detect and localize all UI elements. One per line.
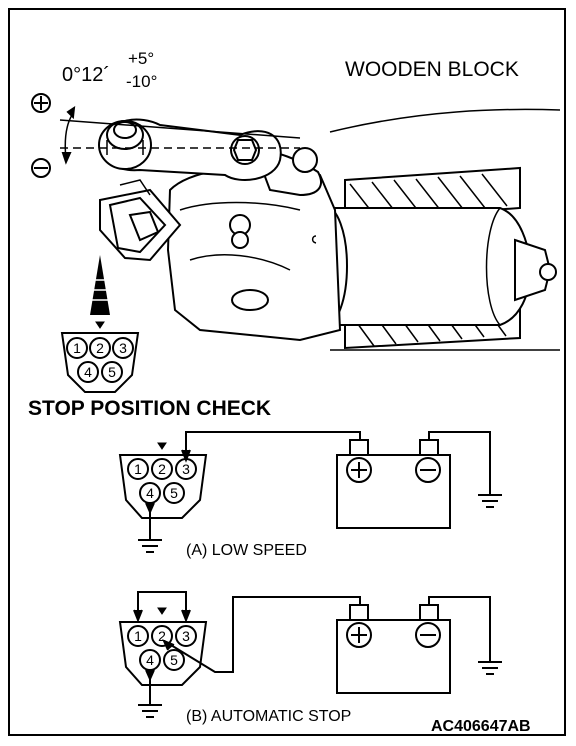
b-pin-4: 4 (146, 652, 154, 668)
wooden-block-label: WOODEN BLOCK (345, 58, 519, 81)
b-pin-5: 5 (170, 652, 178, 668)
wiper-motor-illustration (59, 105, 561, 351)
angle-main-label: 0°12´ (62, 64, 111, 86)
angle-sign-markers (31, 93, 51, 178)
figure-code: AC406647AB (431, 718, 531, 736)
b-pin-2: 2 (158, 628, 166, 644)
angle-plus-label: +5° (128, 49, 155, 68)
a-pin-4: 4 (146, 485, 154, 501)
top-pin-4: 4 (84, 364, 92, 380)
section-title: STOP POSITION CHECK (28, 397, 272, 420)
a-pin-1: 1 (134, 461, 142, 477)
connector-top (60, 321, 140, 393)
b-pin-1: 1 (134, 628, 142, 644)
circuit-a (118, 431, 502, 553)
a-pin-3: 3 (182, 461, 190, 477)
top-pin-1: 1 (73, 340, 81, 356)
angle-minus-label: -10° (126, 72, 158, 91)
figure-frame (8, 8, 566, 736)
top-pin-5: 5 (108, 364, 116, 380)
view-direction-arrow (90, 255, 110, 315)
a-pin-5: 5 (170, 485, 178, 501)
caption-automatic-stop: (B) AUTOMATIC STOP (186, 708, 352, 725)
b-pin-3: 3 (182, 628, 190, 644)
caption-low-speed: (A) LOW SPEED (186, 542, 307, 559)
circuit-b (118, 591, 502, 718)
figure-code-main: AC406647 (431, 718, 508, 735)
top-pin-2: 2 (96, 340, 104, 356)
a-pin-2: 2 (158, 461, 166, 477)
figure-code-suffix: AB (507, 718, 531, 735)
top-pin-3: 3 (119, 340, 127, 356)
